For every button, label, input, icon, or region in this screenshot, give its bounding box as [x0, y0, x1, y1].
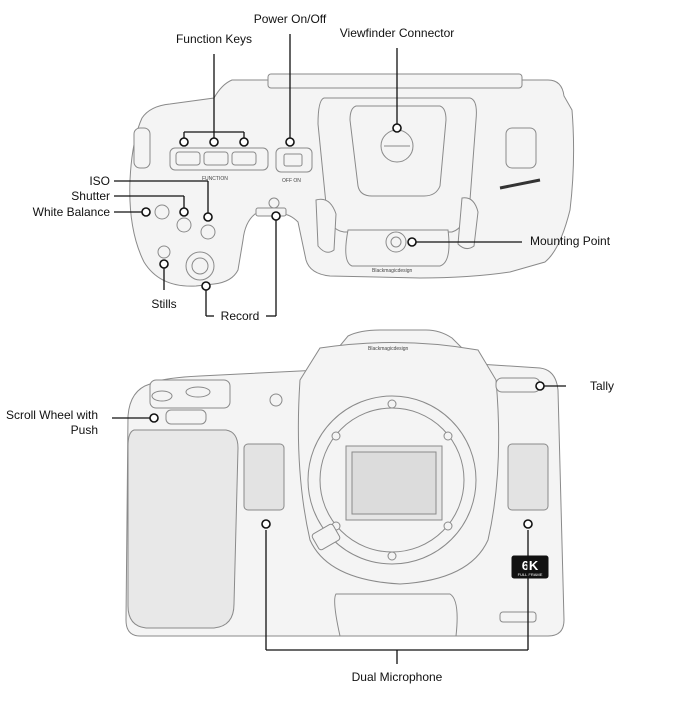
shutter-button [176, 217, 192, 233]
dot-mic-right [523, 519, 533, 529]
dot-fn2 [209, 137, 219, 147]
dot-record-right [271, 211, 281, 221]
dot-record [201, 281, 211, 291]
brand-top: Blackmagicdesign [372, 268, 413, 274]
callout-dots [141, 123, 545, 529]
function-caption: FUNCTION [202, 176, 228, 182]
wb-button [154, 204, 170, 220]
dot-fn3 [239, 137, 249, 147]
dot-fn1 [179, 137, 189, 147]
label-white-balance: White Balance [32, 205, 110, 219]
dot-mount [407, 237, 417, 247]
lens-release [311, 523, 341, 551]
label-scroll-wheel: Scroll Wheel with Push [5, 408, 98, 437]
label-shutter: Shutter [71, 189, 110, 203]
mic-grille-right [507, 443, 549, 511]
dot-iso [203, 212, 213, 222]
label-dual-microphone: Dual Microphone [351, 670, 443, 684]
iso-button [200, 224, 216, 240]
bottom-bump [334, 593, 458, 637]
right-rib-grip [457, 197, 479, 250]
label-power: Power On/Off [253, 12, 327, 26]
strap-lug-left [133, 127, 151, 169]
dot-stills [159, 259, 169, 269]
scroll-wheel [165, 409, 207, 425]
badge-main: 6K [522, 558, 539, 573]
mic-grille-left [243, 443, 285, 511]
left-rib-grip [315, 198, 337, 253]
dot-tally [535, 381, 545, 391]
six-k-badge [511, 555, 549, 579]
dot-mic-left [261, 519, 271, 529]
label-stills: Stills [151, 297, 177, 311]
label-function-keys: Function Keys [175, 32, 253, 46]
dot-wb [141, 207, 151, 217]
dot-viewfinder [392, 123, 402, 133]
power-caption: OFF ON [282, 178, 301, 184]
label-record: Record [220, 309, 260, 323]
dot-power [285, 137, 295, 147]
top-right-dial [505, 127, 537, 169]
dot-scroll [149, 413, 159, 423]
label-viewfinder: Viewfinder Connector [339, 26, 455, 40]
front-view [125, 329, 565, 637]
callout-lines [112, 34, 566, 664]
hot-shoe [267, 73, 523, 89]
dot-shutter [179, 207, 189, 217]
label-mounting-point: Mounting Point [530, 234, 611, 248]
brand-front: Blackmagicdesign [368, 346, 409, 352]
grip [127, 429, 239, 629]
badge-sub: FULL FRAME [518, 572, 543, 577]
stills-button [157, 245, 171, 259]
label-iso: ISO [89, 174, 110, 188]
top-view [129, 73, 575, 287]
tally-light [495, 377, 541, 393]
label-tally: Tally [590, 379, 615, 393]
